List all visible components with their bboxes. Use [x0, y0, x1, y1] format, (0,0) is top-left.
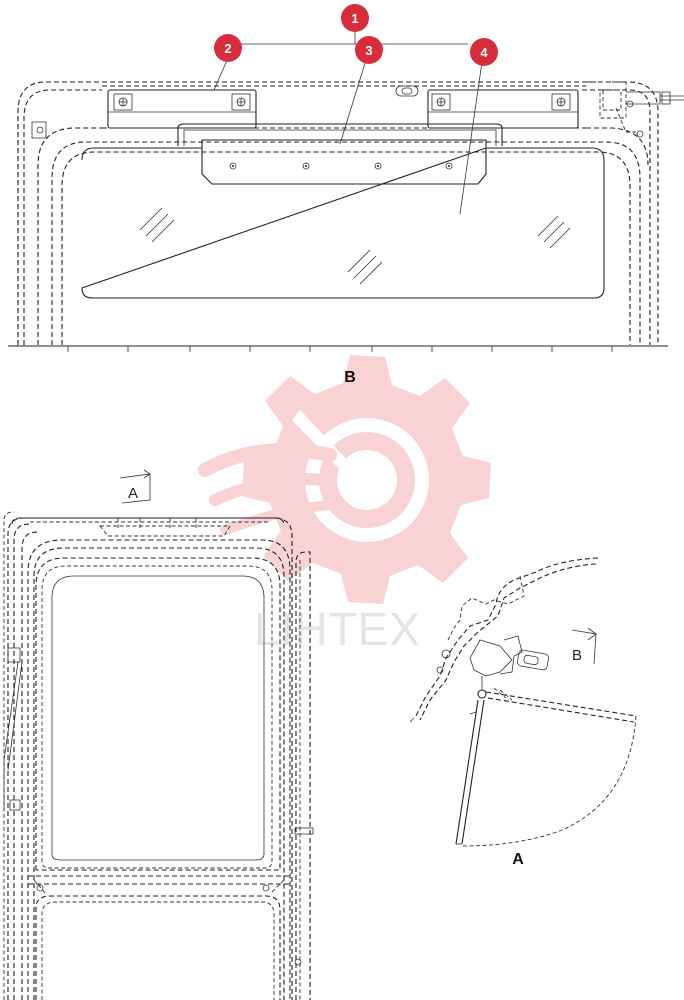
callout-4-label: 4 — [480, 45, 488, 60]
watermark-gear-logo — [198, 355, 491, 604]
callout-leaders — [213, 14, 483, 215]
detail-view-a-label: A — [512, 851, 524, 868]
side-view-section-mark: A — [128, 485, 138, 502]
view-b-drawing — [8, 81, 684, 352]
detail-view-section-mark: B — [572, 647, 582, 664]
detail-view-a-drawing: B — [409, 557, 637, 847]
side-view-drawing: A — [3, 469, 314, 1000]
callout-3-label: 3 — [365, 43, 372, 58]
callout-2-label: 2 — [224, 41, 231, 56]
callout-2: 2 — [214, 34, 242, 62]
callout-4: 4 — [470, 38, 498, 66]
view-b-label: B — [344, 369, 356, 386]
callout-3: 3 — [355, 36, 383, 64]
watermark-text: LIHTEX — [254, 603, 421, 655]
callout-1-label: 1 — [351, 11, 358, 26]
callout-1: 1 — [341, 4, 369, 32]
